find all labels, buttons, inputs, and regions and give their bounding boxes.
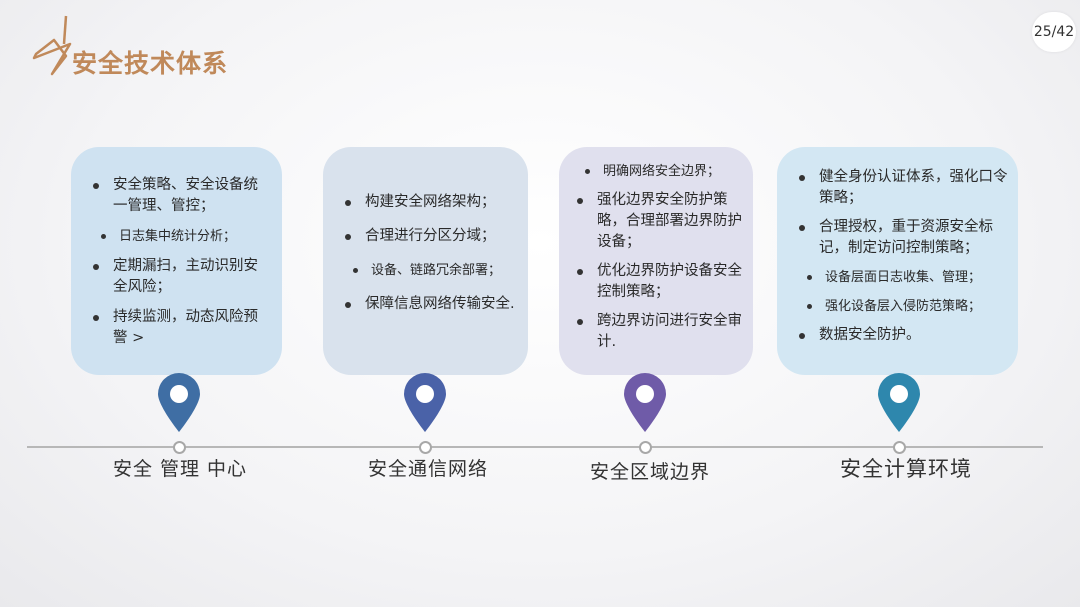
list-item: 设备、链路冗余部署； (337, 260, 518, 281)
list-item: 定期漏扫，主动识别安全风险； (85, 256, 270, 298)
list-item: 跨边界访问进行安全审计. (569, 311, 745, 353)
timeline-label: 安全 管理 中心 (112, 458, 248, 480)
list-item: 数据安全防护。 (791, 325, 1008, 346)
location-pin-icon (404, 373, 446, 432)
timeline-dot (893, 441, 906, 454)
page-title: 安全技术体系 (72, 49, 229, 78)
list-item: 保障信息网络传输安全. (337, 294, 518, 315)
list-item: 优化边界防护设备安全控制策略； (569, 261, 745, 303)
location-pin-icon (158, 373, 200, 432)
list-item: 持续监测，动态风险预警 > (85, 307, 270, 349)
timeline-dot (639, 441, 652, 454)
location-pin-icon (878, 373, 920, 432)
timeline-label: 安全计算环境 (840, 457, 972, 481)
page-number: 25/42 (1032, 12, 1076, 52)
star-logo-icon (32, 15, 72, 76)
timeline-line (27, 446, 1043, 448)
timeline-dot (419, 441, 432, 454)
list-item: 合理进行分区分域； (337, 226, 518, 247)
list-item: 构建安全网络架构； (337, 192, 518, 213)
list-item: 健全身份认证体系，强化口令策略； (791, 167, 1008, 209)
list-item: 设备层面日志收集、管理； (791, 267, 1008, 288)
card-security-communication-network: 构建安全网络架构； 合理进行分区分域； 设备、链路冗余部署； 保障信息网络传输安… (323, 147, 528, 375)
list-item: 合理授权，重于资源安全标记，制定访问控制策略； (791, 217, 1008, 259)
timeline-label: 安全通信网络 (367, 458, 488, 480)
list-item: 安全策略、安全设备统一管理、管控； (85, 175, 270, 217)
timeline-label: 安全区域边界 (589, 461, 710, 483)
timeline-dot (173, 441, 186, 454)
card-security-area-boundary: 明确网络安全边界； 强化边界安全防护策略，合理部署边界防护设备； 优化边界防护设… (559, 147, 753, 375)
list-item: 强化边界安全防护策略，合理部署边界防护设备； (569, 190, 745, 253)
list-item: 强化设备层入侵防范策略； (791, 296, 1008, 317)
list-item: 明确网络安全边界； (569, 161, 745, 182)
card-security-management-center: 安全策略、安全设备统一管理、管控； 日志集中统计分析； 定期漏扫，主动识别安全风… (71, 147, 282, 375)
list-item: 日志集中统计分析； (85, 226, 270, 247)
card-security-computing-environment: 健全身份认证体系，强化口令策略； 合理授权，重于资源安全标记，制定访问控制策略；… (777, 147, 1018, 375)
location-pin-icon (624, 373, 666, 432)
